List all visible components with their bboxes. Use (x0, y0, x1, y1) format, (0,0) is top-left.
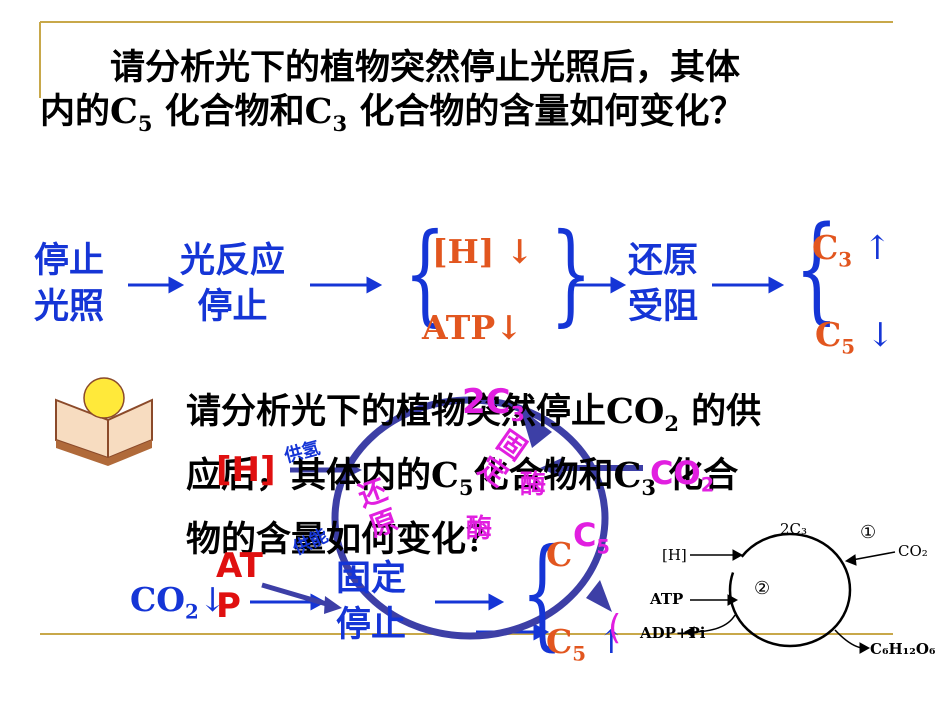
q2-sub-3: 3 (641, 475, 656, 500)
q2-text-c: 应后，其体内的C (186, 455, 459, 496)
q2-text-d: 化合物和C (473, 455, 642, 496)
small-cycle-diagram (683, 532, 896, 654)
c5-decrease: C5 ↓ (815, 315, 894, 359)
left-brace-3: { (521, 524, 564, 663)
cycle-enzyme-label-2: 酶 (466, 514, 493, 544)
question-2: 请分析光下的植物突然停止CO2 的供 应后，其体内的C5化合物和C3 化合 物的… (186, 386, 886, 566)
atp-decrease: ATP↓ (422, 308, 523, 347)
cycle-c5-text: C (573, 516, 597, 554)
calvin-cycle-overlay (261, 396, 643, 640)
question-2-line-1: 请分析光下的植物突然停止CO2 的供 (186, 386, 886, 450)
co2-arrow: ↓ (198, 580, 227, 619)
fixation-stop-label: 固定 停止 (336, 556, 406, 648)
book-question-icon (55, 377, 153, 466)
stop-light-line-2: 光照 (34, 287, 105, 327)
c5-sub: 5 (841, 334, 856, 359)
c5-up-arrow: ↑ (597, 622, 626, 661)
question-1-line-2: 内的C5 化合物和C3 化合物的含量如何变化？ (40, 90, 920, 137)
cycle-arrowhead-right (586, 580, 612, 612)
reduction-blocked-label: 还原 受阻 (628, 238, 698, 330)
fixation-line-2: 停止 (336, 605, 407, 645)
c5-arrow: ↓ (866, 315, 895, 354)
c5-up-sub: 5 (572, 641, 587, 666)
cycle-2c3-label: 2C3 (462, 382, 525, 426)
cycle-c5-label: C5 (573, 516, 610, 558)
small-2c3-label: 2C₃ (780, 520, 808, 538)
cycle-atp-label: ATP (216, 546, 263, 626)
question-1: 请分析光下的植物突然停止光照后，其体 内的C5 化合物和C3 化合物的含量如何变… (40, 46, 920, 137)
c3-increase: C3 ↑ (812, 228, 891, 272)
left-brace-2: { (794, 202, 839, 336)
cycle-2c3-sub: 3 (510, 401, 525, 426)
cycle-h-label: [H] (216, 450, 276, 490)
small-circled-2: ② (754, 578, 771, 599)
light-reaction-stop-label: 光反应 停止 (180, 238, 285, 330)
left-brace-1: { (404, 209, 446, 337)
co2-sub: 2 (185, 599, 199, 624)
q2-text-e: 化合 (668, 455, 739, 496)
c3-letter: C (812, 228, 839, 267)
light-reaction-line-1: 光反应 (180, 241, 286, 281)
fixation-line-1: 固定 (336, 559, 407, 599)
c5-up-letter: C (546, 622, 573, 661)
stop-light-line-1: 停止 (34, 241, 105, 281)
q1-text-c: 化合物的含量如何变化？ (359, 90, 745, 132)
co2-text: CO (130, 580, 186, 619)
q2-text-a: 请分析光下的植物突然停止CO (186, 391, 665, 432)
question-2-line-2: 应后，其体内的C5化合物和C3 化合 (186, 450, 886, 514)
q2-sub-5: 5 (458, 475, 474, 500)
right-brace-1: } (550, 209, 592, 337)
q1-text-b: 化合物和C (164, 90, 333, 132)
flow1-arrows (128, 276, 785, 294)
q1-text-a: 内的C (40, 90, 138, 132)
c3-arrow: ↑ (863, 228, 892, 267)
h-decrease: [H] ↓ (432, 232, 534, 271)
small-circled-1: ① (860, 522, 877, 543)
stop-light-label: 停止 光照 (34, 238, 104, 330)
cycle-co2-text: CO (650, 454, 701, 492)
c3-sub: 3 (838, 247, 853, 272)
cycle-co2-sub: 2 (700, 473, 715, 497)
cycle-arrowhead-top (520, 408, 552, 448)
co2-decrease: CO2↓ (130, 580, 226, 624)
cycle-co2-label: CO2 (650, 454, 714, 496)
c3-partial: C (546, 535, 573, 574)
c5-letter: C (815, 315, 842, 354)
small-adp-label: ADP+Pi (640, 624, 706, 642)
q2-sub-2: 2 (664, 411, 679, 436)
reduction-line-1: 还原 (628, 241, 699, 281)
small-co2-label: CO₂ (898, 542, 928, 560)
question-2-line-3: 物的含量如何变化？ (186, 519, 502, 560)
small-glucose-label: C₆H₁₂O₆ (870, 640, 936, 658)
cycle-c5-sub: 5 (596, 535, 610, 559)
c5-increase: C5 ↑ (546, 622, 625, 666)
cycle-2c3-text: 2C (462, 382, 511, 422)
paren-fragment: ( (608, 608, 622, 648)
q2-text-b: 的供 (691, 391, 762, 432)
small-h-label: [H] (662, 546, 687, 564)
small-atp-label: ATP (650, 590, 684, 608)
q1-sub-5: 5 (137, 110, 153, 136)
light-reaction-line-2: 停止 (197, 287, 268, 327)
question-1-line-1: 请分析光下的植物突然停止光照后，其体 (110, 47, 741, 88)
q1-sub-3: 3 (332, 110, 348, 136)
reduction-line-2: 受阻 (628, 287, 699, 327)
cycle-enzyme-label-1: 酶 (520, 470, 547, 500)
